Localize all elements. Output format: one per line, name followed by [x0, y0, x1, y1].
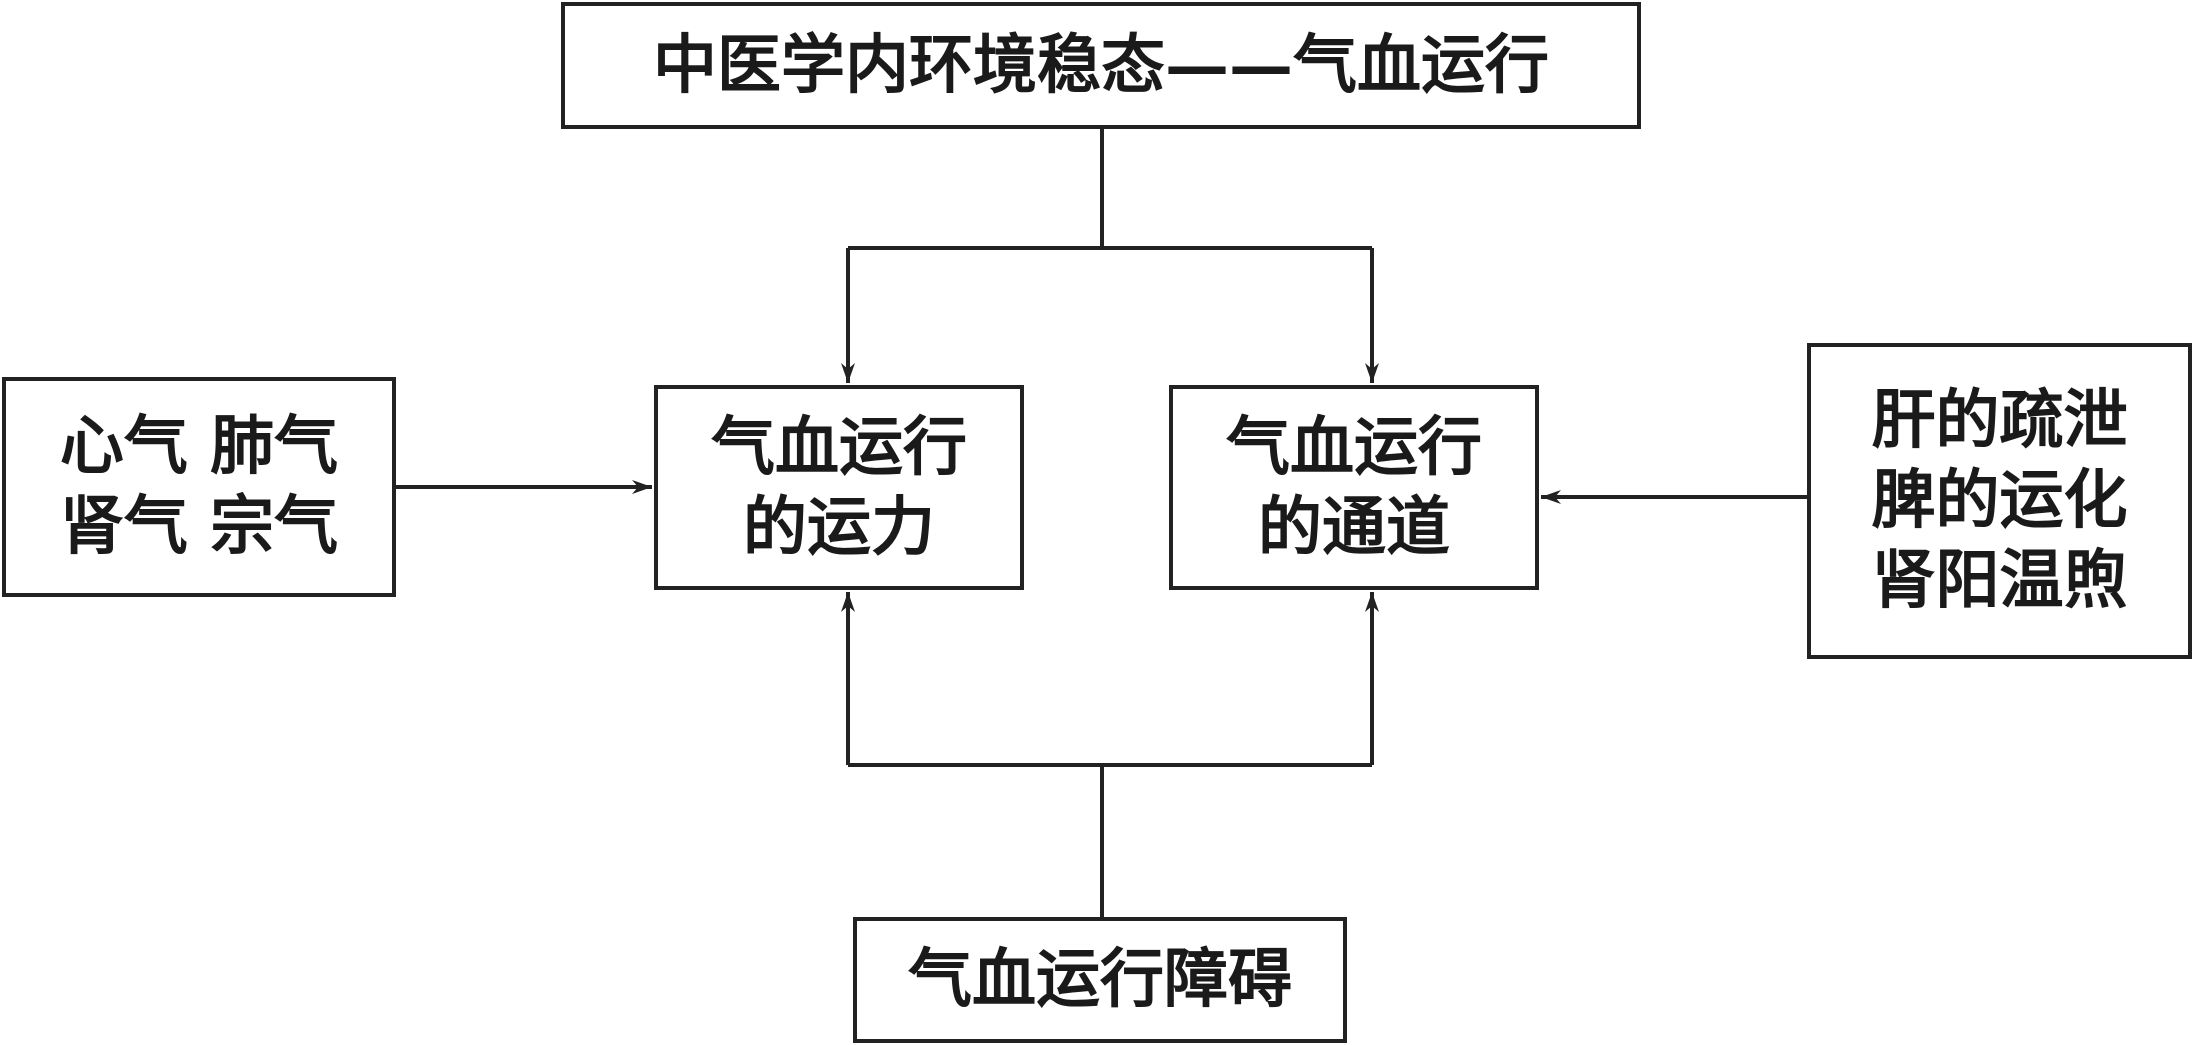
qi-sources-line-2: 肾气 宗气 [59, 489, 339, 564]
organ-functions-line-1: 肝的疏泄 [1871, 383, 2128, 458]
circulation-channel-line-2: 的通道 [1258, 489, 1450, 565]
circulation-disorder-box: 气血运行障碍 [853, 917, 1347, 1043]
qi-sources-line-1: 心气 肺气 [59, 409, 339, 484]
circulation-channel-line-1: 气血运行 [1226, 409, 1482, 485]
organ-functions-box: 肝的疏泄 脾的运化 肾阳温煦 [1807, 343, 2192, 659]
circulation-power-box: 气血运行 的运力 [654, 385, 1024, 590]
circulation-channel-box: 气血运行 的通道 [1169, 385, 1539, 590]
organ-functions-line-3: 肾阳温煦 [1871, 543, 2128, 618]
qi-sources-box: 心气 肺气 肾气 宗气 [2, 377, 396, 597]
circulation-power-line-2: 的运力 [743, 489, 935, 565]
circulation-power-line-1: 气血运行 [711, 409, 967, 485]
organ-functions-line-2: 脾的运化 [1871, 463, 2128, 538]
homeostasis-title-text: 中医学内环境稳态——气血运行 [653, 27, 1549, 103]
homeostasis-title-box: 中医学内环境稳态——气血运行 [561, 2, 1641, 129]
circulation-disorder-text: 气血运行障碍 [908, 942, 1292, 1017]
